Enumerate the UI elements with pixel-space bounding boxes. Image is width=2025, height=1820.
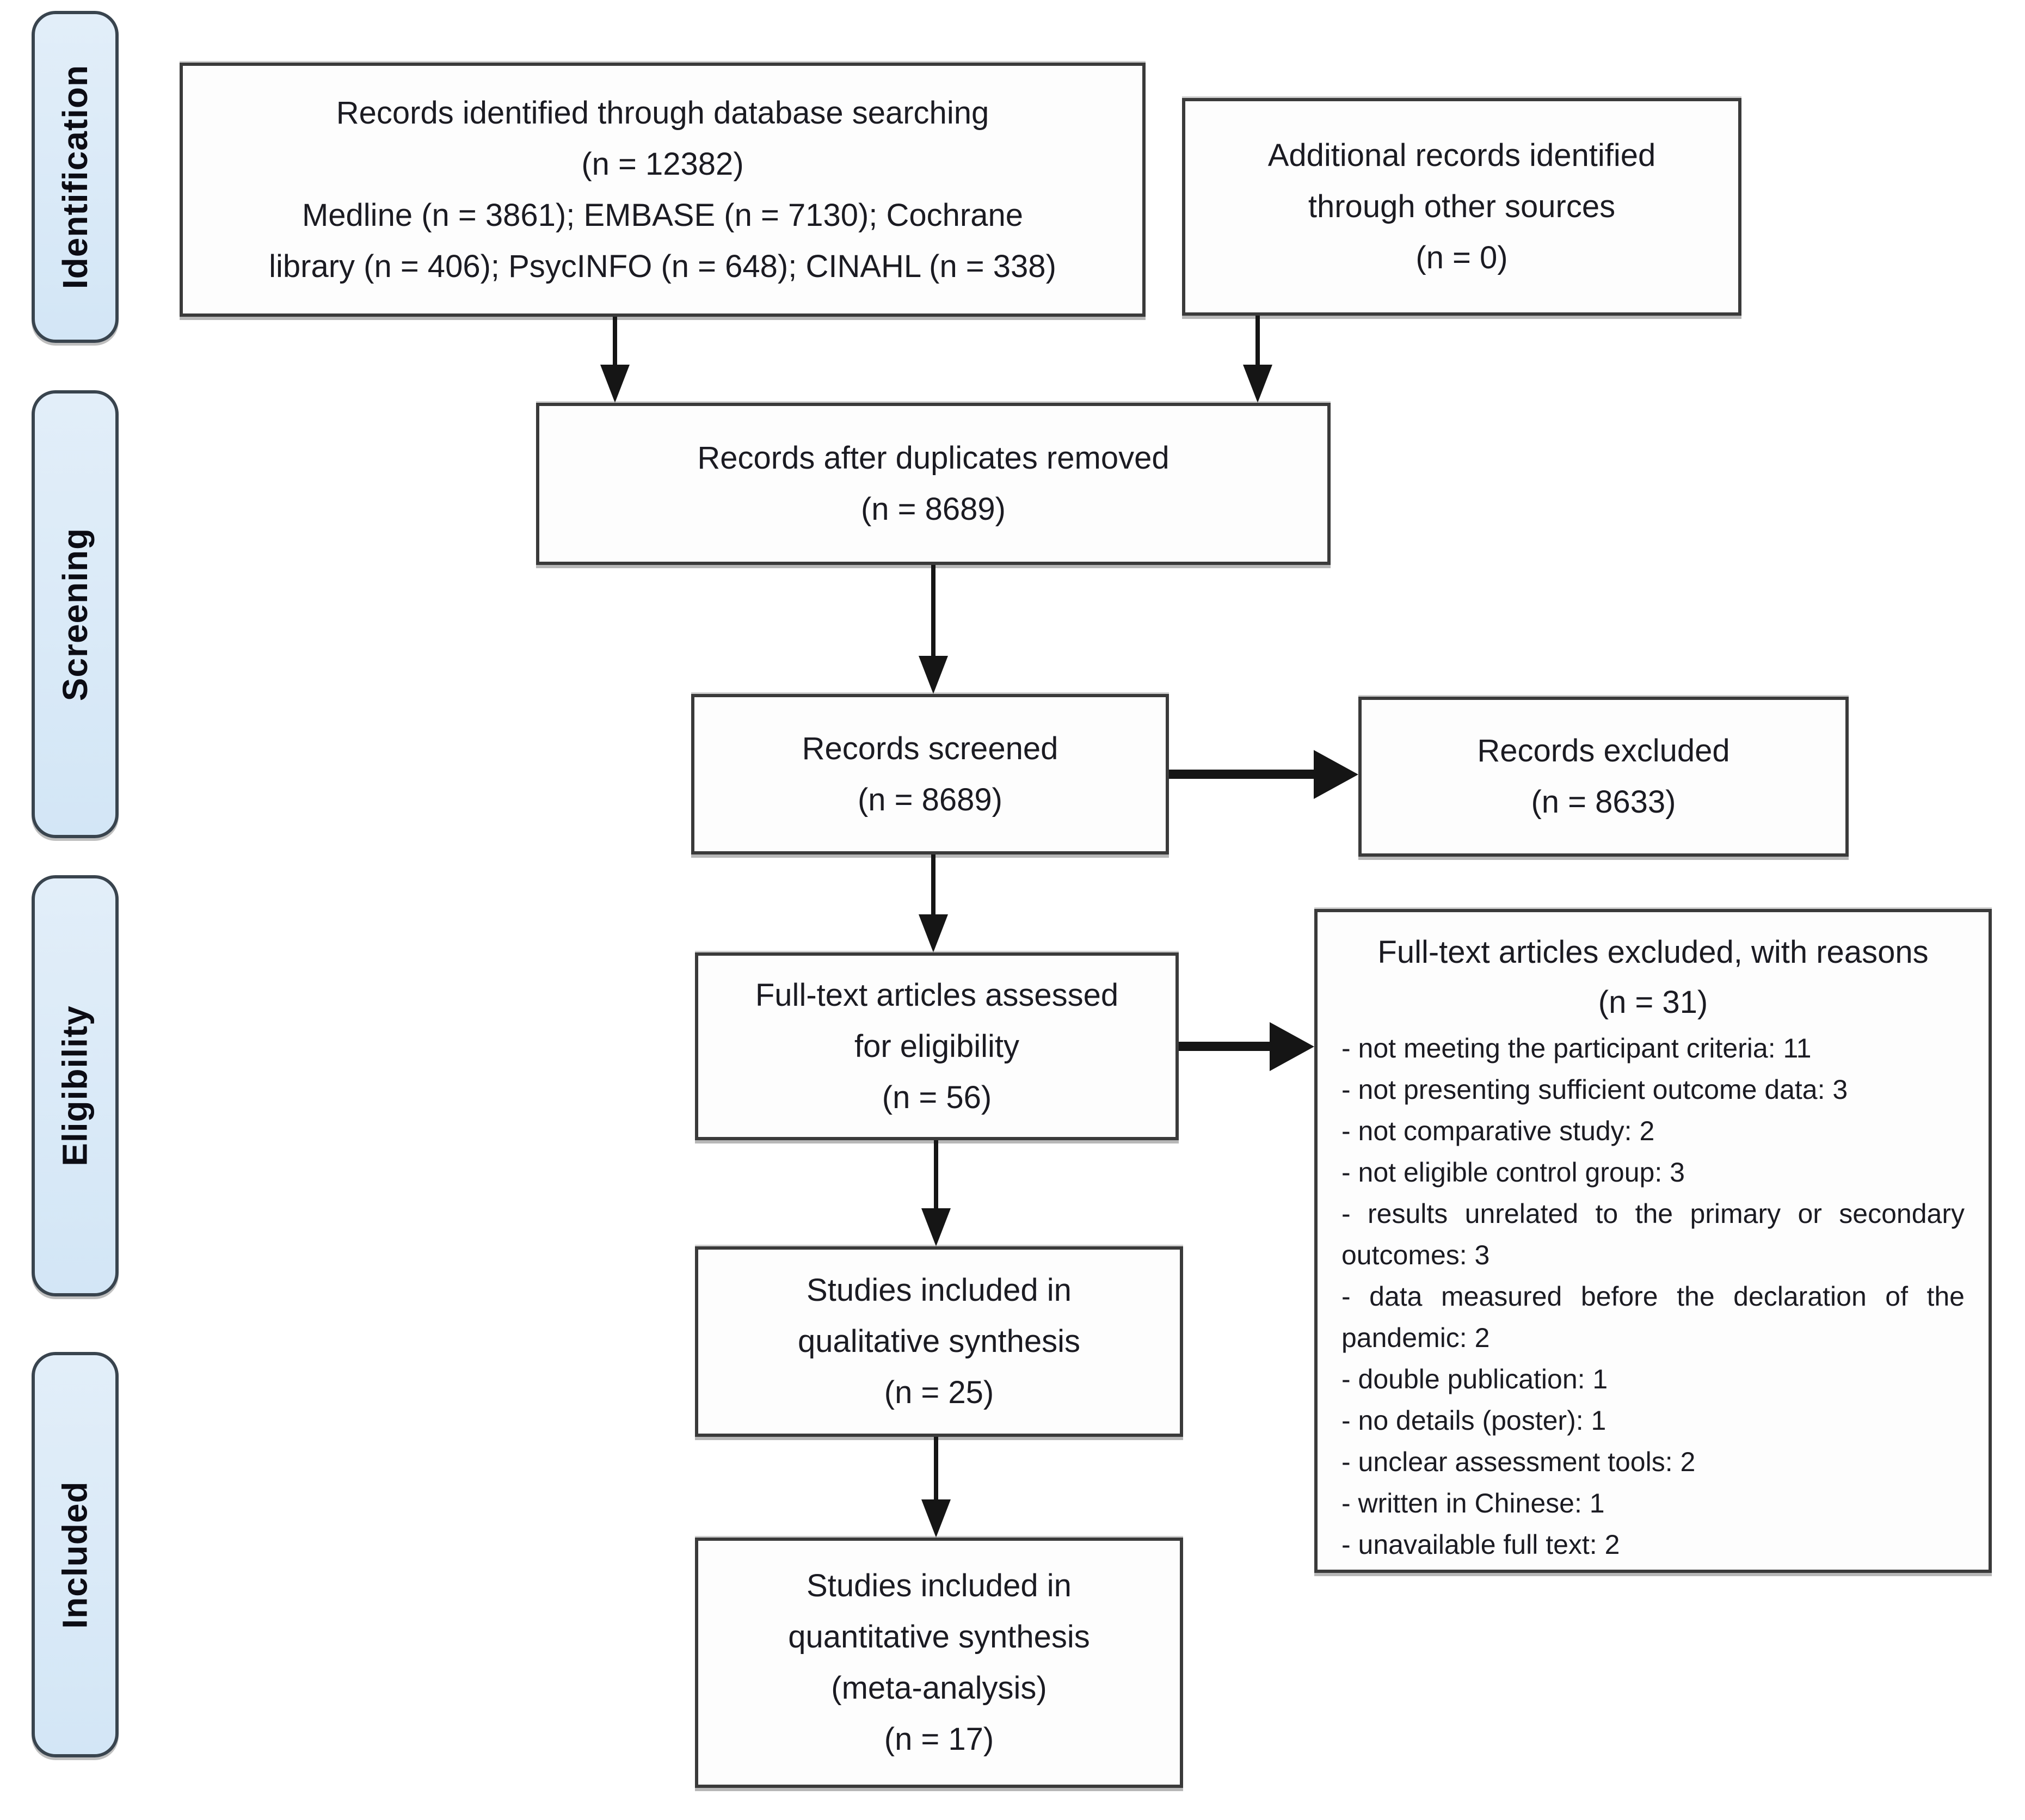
text-line: (n = 12382) <box>581 146 744 182</box>
reason-item: - unavailable full text: 2 <box>1341 1529 1620 1560</box>
stage-included-label: Included <box>56 1480 95 1629</box>
text-line: (meta-analysis) <box>831 1670 1047 1706</box>
text-line: Studies included in <box>807 1272 1072 1308</box>
box-fulltext-excluded-reasons: Full-text articles excluded, with reason… <box>1314 909 1992 1573</box>
text-line: through other sources <box>1308 189 1616 224</box>
text-line: (n = 8689) <box>857 782 1002 817</box>
box-quantitative-synthesis: Studies included in quantitative synthes… <box>695 1538 1183 1788</box>
stage-identification: Identification <box>32 11 119 343</box>
text-line: Full-text articles assessed <box>755 977 1119 1013</box>
arrow-fulltext-to-reasons <box>1179 1042 1271 1051</box>
reasons-count: (n = 31) <box>1598 985 1708 1020</box>
reason-item: - data measured before the declaration o… <box>1341 1281 1965 1353</box>
box-fulltext-assessed: Full-text articles assessed for eligibil… <box>695 952 1179 1140</box>
text-line: Medline (n = 3861); EMBASE (n = 7130); C… <box>301 197 1024 233</box>
reason-item: - written in Chinese: 1 <box>1341 1488 1605 1518</box>
box-qualitative-synthesis: Studies included in qualitative synthesi… <box>695 1246 1183 1437</box>
text-line: (n = 25) <box>884 1375 994 1410</box>
reason-item: - not comparative study: 2 <box>1341 1116 1655 1146</box>
text-line: (n = 56) <box>882 1079 992 1115</box>
text-line: qualitative synthesis <box>797 1324 1081 1359</box>
box-records-excluded: Records excluded (n = 8633) <box>1358 697 1849 857</box>
stage-eligibility: Eligibility <box>32 875 119 1296</box>
text-line: library (n = 406); PsycINFO (n = 648); C… <box>269 248 1056 284</box>
reason-item: - not presenting sufficient outcome data… <box>1341 1074 1848 1105</box>
box-additional-records: Additional records identified through ot… <box>1182 98 1741 316</box>
reason-item: - results unrelated to the primary or se… <box>1341 1198 1965 1270</box>
text-line: Records screened <box>802 730 1058 766</box>
text-line: Records after duplicates removed <box>697 440 1170 476</box>
text-line: Studies included in <box>807 1568 1072 1603</box>
arrow-screened-to-fulltext <box>931 854 935 914</box>
reason-item: - double publication: 1 <box>1341 1364 1608 1394</box>
arrow-additional-to-duplicates <box>1255 316 1260 365</box>
stage-screening: Screening <box>32 390 119 838</box>
box-records-identified: Records identified through database sear… <box>180 63 1146 317</box>
text-line: for eligibility <box>854 1028 1019 1064</box>
arrow-screened-to-excluded <box>1169 770 1315 779</box>
reason-item: - no details (poster): 1 <box>1341 1405 1607 1436</box>
arrow-fulltext-to-qualitative <box>934 1140 938 1208</box>
stage-identification-label: Identification <box>56 64 95 290</box>
reason-item: - unclear assessment tools: 2 <box>1341 1447 1696 1477</box>
text-line: Records excluded <box>1477 733 1730 768</box>
arrow-identified-to-duplicates <box>613 317 617 365</box>
box-after-duplicates: Records after duplicates removed (n = 86… <box>536 403 1331 565</box>
text-line: (n = 8633) <box>1531 784 1676 820</box>
stage-included: Included <box>32 1352 119 1757</box>
text-line: (n = 0) <box>1415 240 1508 275</box>
text-line: (n = 8689) <box>860 491 1006 527</box>
text-line: (n = 17) <box>884 1721 994 1757</box>
text-line: Additional records identified <box>1267 138 1656 173</box>
reasons-title: Full-text articles excluded, with reason… <box>1377 934 1929 970</box>
reason-item: - not eligible control group: 3 <box>1341 1157 1685 1188</box>
arrow-duplicates-to-screened <box>931 565 935 656</box>
box-records-screened: Records screened (n = 8689) <box>691 694 1169 854</box>
arrow-qualitative-to-quantitative <box>934 1437 938 1499</box>
text-line: Records identified through database sear… <box>336 95 989 131</box>
stage-screening-label: Screening <box>56 527 95 701</box>
stage-eligibility-label: Eligibility <box>56 1005 95 1166</box>
reason-item: - not meeting the participant criteria: … <box>1341 1033 1812 1063</box>
text-line: quantitative synthesis <box>788 1619 1090 1655</box>
